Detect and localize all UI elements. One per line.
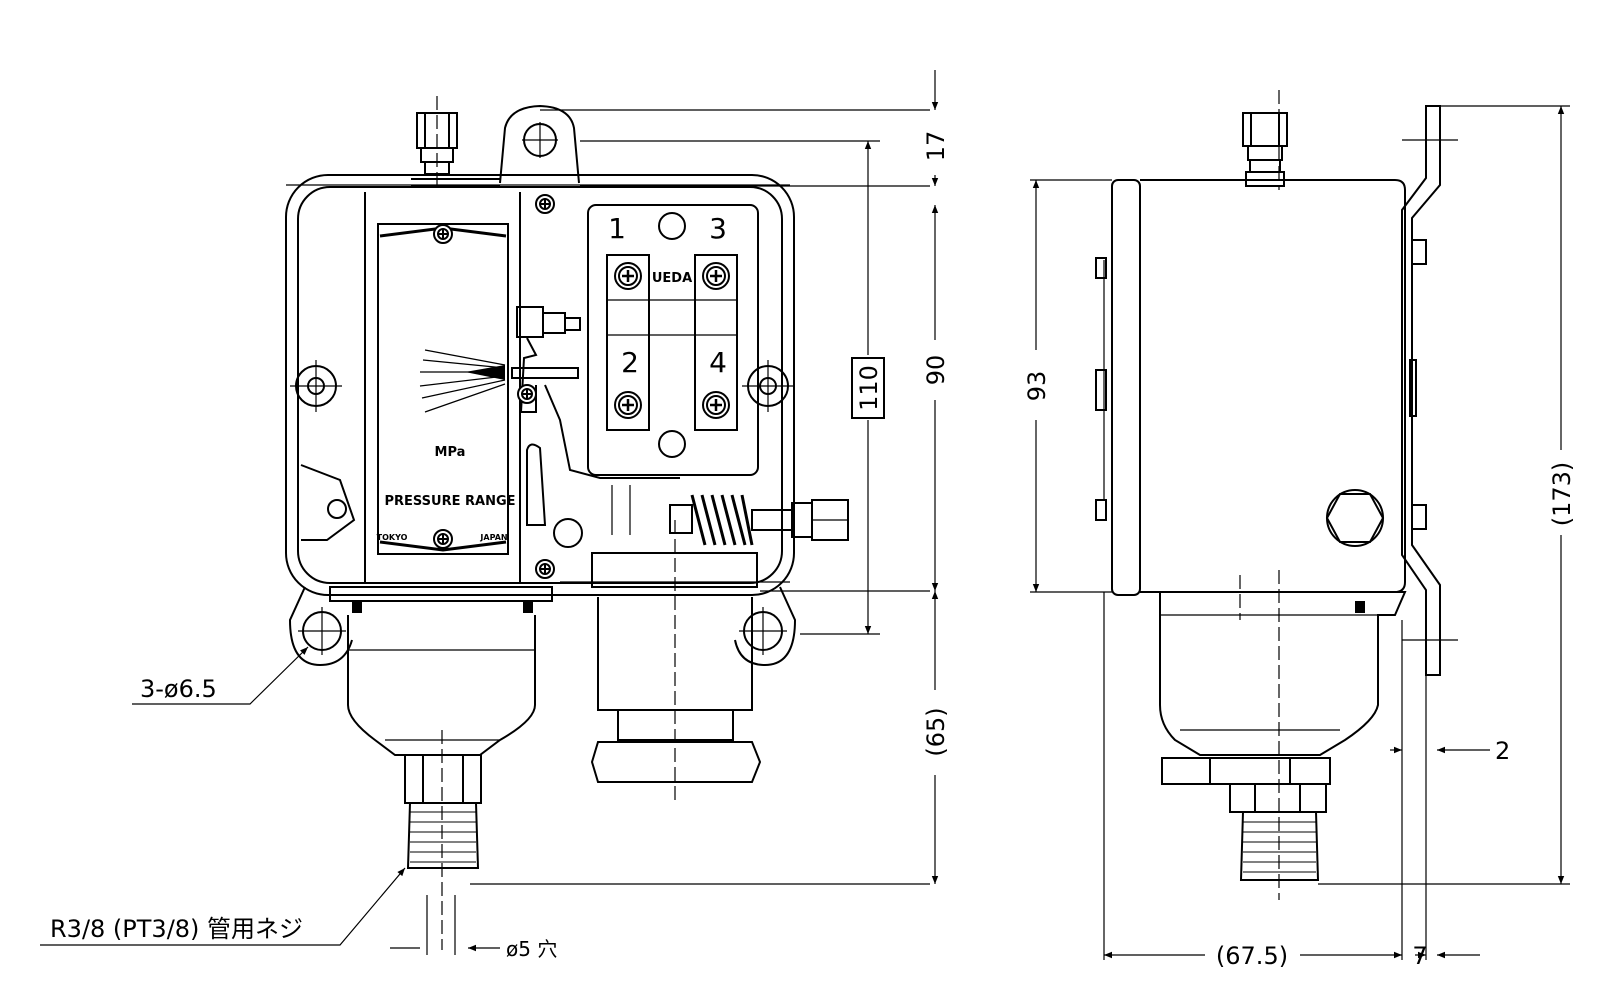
dimension-173: (173) bbox=[1548, 462, 1576, 527]
terminal-number-1: 1 bbox=[608, 212, 626, 245]
mount-holes-callout: 3-ø6.5 bbox=[140, 675, 217, 703]
origin-left-label: TOKYO bbox=[377, 533, 408, 542]
dimension-110: 110 bbox=[855, 365, 883, 411]
terminal-number-4: 4 bbox=[709, 346, 727, 379]
pipe-thread-callout: R3/8 (PT3/8) 管用ネジ bbox=[50, 915, 303, 943]
front-dimensions bbox=[40, 70, 935, 955]
dimension-90: 90 bbox=[922, 355, 950, 386]
terminal-number-2: 2 bbox=[621, 346, 639, 379]
dimension-93: 93 bbox=[1023, 371, 1051, 402]
dimension-17: 17 bbox=[922, 131, 950, 162]
side-dimensions bbox=[1030, 106, 1570, 960]
dimension-65: (65) bbox=[922, 707, 950, 756]
dimension-7: 7 bbox=[1412, 942, 1427, 970]
terminal-number-3: 3 bbox=[709, 212, 727, 245]
orifice-callout: ø5 穴 bbox=[506, 937, 557, 961]
origin-right-label: JAPAN bbox=[479, 533, 507, 542]
pressure-range-label: PRESSURE RANGE bbox=[384, 494, 515, 509]
front-view: 1 3 2 4 UEDA MPa PRESSURE RANGE TOKYO JA… bbox=[285, 96, 849, 950]
brand-label: UEDA bbox=[652, 271, 692, 286]
dimension-2: 2 bbox=[1495, 737, 1510, 765]
side-view bbox=[1095, 90, 1458, 900]
dimension-67-5: (67.5) bbox=[1216, 942, 1288, 970]
unit-label: MPa bbox=[435, 445, 466, 460]
